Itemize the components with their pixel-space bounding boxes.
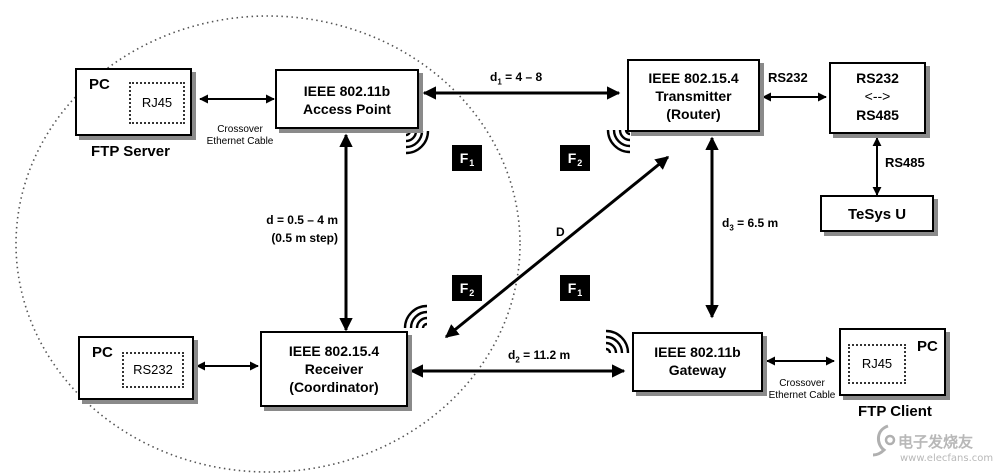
wireless-wave-icon — [605, 329, 630, 354]
gateway-box: IEEE 802.11b Gateway — [632, 332, 763, 392]
watermark-logo-icon — [872, 424, 896, 457]
frequency-tag-f2: F2 — [452, 275, 482, 301]
rs232-port: RS232 — [122, 352, 184, 388]
pc-label: PC — [917, 338, 938, 355]
pc-label: PC — [92, 344, 113, 361]
access-point-box: IEEE 802.11b Access Point — [275, 69, 419, 129]
rs485-link-label: RS485 — [885, 155, 925, 170]
ftp-client-label: FTP Client — [858, 403, 932, 420]
rs232-rs485-converter-box: RS232 <--> RS485 — [829, 62, 926, 134]
frequency-tag-f1: F1 — [560, 275, 590, 301]
crossover-cable-label-bottom: Crossover Ethernet Cable — [768, 378, 836, 401]
pc-server-box: PC RJ45 — [75, 68, 192, 136]
wireless-wave-icon — [606, 129, 631, 154]
distance-d-label: d = 0.5 – 4 m (0.5 m step) — [266, 213, 338, 245]
crossover-cable-label-top: Crossover Ethernet Cable — [206, 124, 274, 147]
pc-coordinator-box: PC RS232 — [78, 336, 194, 400]
tesys-u-box: TeSys U — [820, 195, 934, 232]
frequency-tag-f2: F2 — [560, 145, 590, 171]
ftp-server-label: FTP Server — [91, 143, 170, 160]
link-D-diagonal — [444, 155, 670, 339]
pc-label: PC — [89, 76, 110, 93]
pc-client-box: PC RJ45 — [839, 328, 946, 396]
watermark-logo-text: 电子发烧友 — [898, 433, 974, 451]
watermark-url: www.elecfans.com — [900, 453, 994, 464]
wireless-wave-icon — [403, 304, 428, 329]
rs232-link-label: RS232 — [768, 70, 808, 85]
transmitter-router-box: IEEE 802.15.4 Transmitter (Router) — [627, 59, 760, 132]
frequency-tag-f1: F1 — [452, 145, 482, 171]
distance-d3-label: d3 = 6.5 m — [722, 216, 779, 233]
distance-d1-label: d1 = 4 – 8 — [490, 70, 543, 87]
distance-d2-label: d2 = 11.2 m — [508, 348, 571, 365]
rj45-port: RJ45 — [848, 344, 906, 384]
receiver-coordinator-box: IEEE 802.15.4 Receiver (Coordinator) — [260, 331, 408, 407]
rj45-port: RJ45 — [129, 82, 185, 124]
wireless-wave-icon — [405, 130, 430, 155]
distance-D-label: D — [556, 225, 565, 239]
